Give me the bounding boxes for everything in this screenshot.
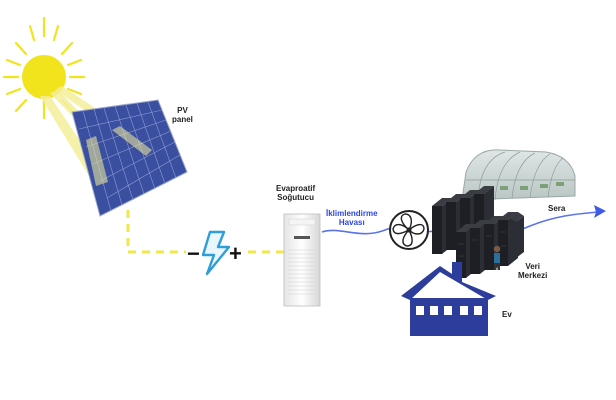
lightning-icon	[201, 230, 231, 276]
house-label: Ev	[502, 310, 512, 319]
airflow-arrow	[594, 205, 606, 218]
data-center-label-line2: Merkezi	[518, 271, 548, 280]
house-icon	[401, 262, 496, 336]
house-label-text: Ev	[502, 310, 512, 319]
conditioning-air-label-line2: Havası	[338, 218, 365, 227]
pv-panel-label-line1: PV	[177, 106, 188, 115]
evaporative-cooler-icon	[283, 213, 321, 307]
evaporative-cooler-label: Evaproatif Soğutucu	[276, 184, 315, 202]
conditioning-air-label-line1: İklimlendirme	[326, 209, 378, 218]
evaporative-cooler-label-line1: Evaproatif	[276, 184, 316, 193]
solar-panel-icon	[71, 99, 188, 217]
greenhouse-label-text: Sera	[548, 204, 566, 213]
power-wire	[126, 210, 284, 254]
plus-sign: +	[229, 241, 242, 266]
pv-panel-label-line2: panel	[172, 115, 193, 124]
evaporative-cooler-label-line2: Soğutucu	[277, 193, 314, 202]
server-rack-icon	[432, 186, 524, 278]
greenhouse-label: Sera	[548, 204, 565, 213]
ray-highlight	[86, 126, 152, 186]
sun-icon	[2, 16, 86, 120]
minus-sign: −	[187, 241, 200, 266]
conditioning-air-label: İklimlendirme Havası	[326, 209, 378, 227]
data-center-label: Veri Merkezi	[518, 262, 547, 280]
pv-panel-label: PV panel	[172, 106, 193, 124]
data-center-label-line1: Veri	[525, 262, 541, 271]
fan-icon	[389, 210, 429, 250]
technician-figure	[493, 245, 501, 270]
